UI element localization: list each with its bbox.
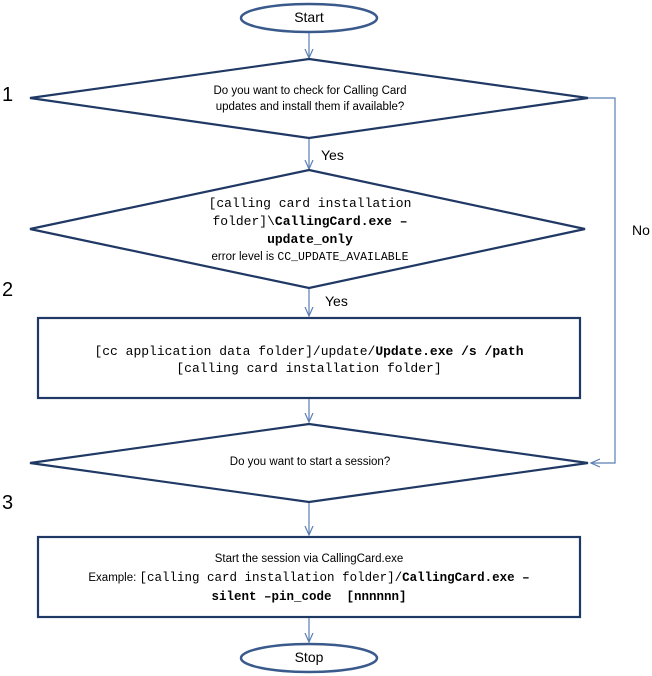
decision-start-session <box>29 422 589 504</box>
decision-line2-exe: CallingCard.exe – <box>274 214 408 229</box>
process-session-line1: Start the session via CallingCard.exe <box>214 553 404 565</box>
start-terminal <box>239 2 379 34</box>
decision-update-available-text: [calling card installation folder]\Calli… <box>160 195 460 265</box>
process-session-flags: silent –pin_code [nnnnnn] <box>211 590 407 604</box>
decision-update-available <box>29 168 586 290</box>
process-run-update-text: [cc application data folder]/update/Upda… <box>40 342 578 377</box>
start-label: Start <box>294 9 324 25</box>
step-number-3: 3 <box>2 492 14 514</box>
process-session-path: [calling card installation folder]/ <box>139 571 403 585</box>
process-session-line3: silent –pin_code [nnnnnn] <box>40 587 578 606</box>
stop-label: Stop <box>294 649 324 665</box>
process-start-session <box>36 535 582 619</box>
process-run-update-line2: [calling card installation folder] <box>176 361 442 376</box>
decision-update-available-line2: folder]\CallingCard.exe – <box>160 212 460 230</box>
process-session-example-label: Example: <box>88 572 140 584</box>
step-number-1: 1 <box>2 84 14 106</box>
process-update-command: Update.exe /s /path <box>375 344 524 359</box>
process-update-path: [cc application data folder]/update/ <box>94 344 376 359</box>
process-session-exe: CallingCard.exe – <box>402 571 530 585</box>
decision-line3-flag: update_only <box>267 232 353 247</box>
decision-update-available-line1: [calling card installation <box>208 196 412 211</box>
decision-line4-label: error level is <box>211 251 278 263</box>
process-run-update-line1: [cc application data folder]/update/Upda… <box>40 342 578 360</box>
process-run-update <box>36 316 582 400</box>
edge-label-yes-2: Yes <box>325 293 348 309</box>
decision-check-updates <box>29 57 589 140</box>
decision-line2-path: folder]\ <box>212 214 275 229</box>
process-session-line2: Example: [calling card installation fold… <box>40 568 578 587</box>
decision-check-updates-text: Do you want to check for Calling Card up… <box>160 83 460 115</box>
decision-update-available-line4: error level is CC_UPDATE_AVAILABLE <box>160 248 460 265</box>
decision-line4-constant: CC_UPDATE_AVAILABLE <box>277 251 409 264</box>
stop-terminal <box>239 642 379 674</box>
decision-check-updates-line2: updates and install them if available? <box>215 101 405 113</box>
step-number-2: 2 <box>2 279 14 301</box>
edge-q1-q3-no <box>588 97 616 463</box>
edge-label-yes-1: Yes <box>321 147 344 163</box>
edge-label-no: No <box>632 222 650 238</box>
decision-check-updates-line1: Do you want to check for Calling Card <box>213 85 407 97</box>
decision-start-session-text: Do you want to start a session? <box>229 456 391 468</box>
decision-update-available-line3: update_only <box>160 230 460 248</box>
process-start-session-text: Start the session via CallingCard.exe Ex… <box>40 551 578 606</box>
